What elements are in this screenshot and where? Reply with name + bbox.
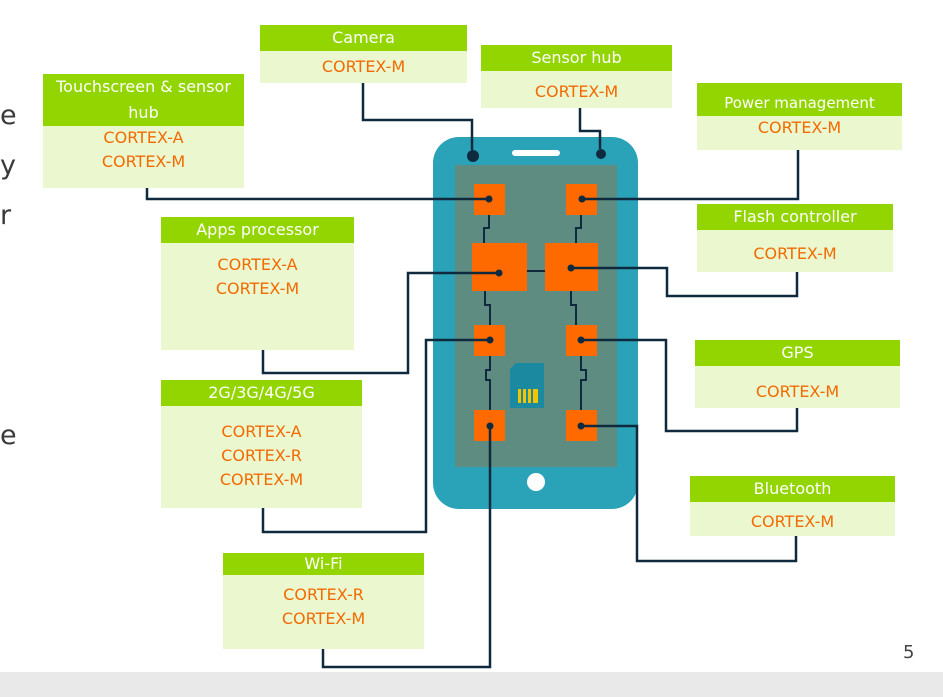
bluetooth-box: Bluetooth CORTEX-M (690, 476, 895, 536)
flash-controller-box: Flash controller CORTEX-M (697, 204, 893, 272)
phone-sensor-dot (596, 149, 606, 159)
flash-controller-header: Flash controller (697, 204, 893, 230)
cellular-core-1: CORTEX-A (221, 422, 302, 441)
sensor-hub-core-1: CORTEX-M (534, 82, 619, 101)
chip-apps-processor (472, 243, 527, 291)
sensor-hub-box: Sensor hub CORTEX-M (481, 45, 672, 108)
power-management-box: Power management CORTEX-M (697, 83, 902, 150)
page-number: 5 (903, 642, 915, 663)
connector-dots (485, 195, 586, 430)
cellular-core-2: CORTEX-R (221, 446, 302, 465)
camera-box: Camera CORTEX-M (260, 25, 467, 83)
power-management-header: Power management (697, 83, 902, 116)
apps-processor-box: Apps processor CORTEX-A CORTEX-M (161, 217, 354, 350)
touchscreen-header: Touchscreen & sensor hub (43, 74, 244, 126)
wifi-core-1: CORTEX-R (283, 585, 364, 604)
sim-card-icon (510, 363, 544, 408)
camera-header: Camera (260, 25, 467, 51)
side-text-2: y (0, 150, 16, 181)
wifi-core-2: CORTEX-M (281, 609, 366, 628)
camera-core-1: CORTEX-M (321, 57, 406, 76)
cellular-core-3: CORTEX-M (219, 470, 304, 489)
touchscreen-box: Touchscreen & sensor hub CORTEX-A CORTEX… (43, 74, 244, 188)
gps-header: GPS (695, 340, 900, 366)
cellular-box: 2G/3G/4G/5G CORTEX-A CORTEX-R CORTEX-M (161, 380, 362, 508)
side-text-3: r (0, 200, 12, 231)
internal-traces (483, 215, 587, 410)
side-text-4: e (0, 420, 17, 451)
apps-processor-header: Apps processor (161, 217, 354, 243)
cellular-header: 2G/3G/4G/5G (161, 380, 362, 406)
wifi-header: Wi-Fi (223, 553, 424, 575)
apps-processor-core-1: CORTEX-A (217, 255, 298, 274)
phone-speaker (512, 150, 560, 156)
wifi-box: Wi-Fi CORTEX-R CORTEX-M (223, 553, 424, 649)
touchscreen-core-2: CORTEX-M (101, 152, 186, 171)
apps-processor-core-2: CORTEX-M (215, 279, 300, 298)
sensor-hub-header: Sensor hub (481, 45, 672, 71)
bluetooth-header: Bluetooth (690, 476, 895, 502)
power-management-core-1: CORTEX-M (757, 118, 842, 137)
gps-core-1: CORTEX-M (755, 382, 840, 401)
flash-controller-core-1: CORTEX-M (753, 244, 837, 263)
touchscreen-core-1: CORTEX-A (103, 128, 184, 147)
side-text-1: e (0, 100, 17, 131)
gps-box: GPS CORTEX-M (695, 340, 900, 408)
phone-camera-dot (467, 150, 479, 162)
connector-lines (145, 83, 800, 669)
bluetooth-core-1: CORTEX-M (750, 512, 835, 531)
phone-home-button (527, 473, 545, 491)
bottom-bar (0, 672, 943, 697)
